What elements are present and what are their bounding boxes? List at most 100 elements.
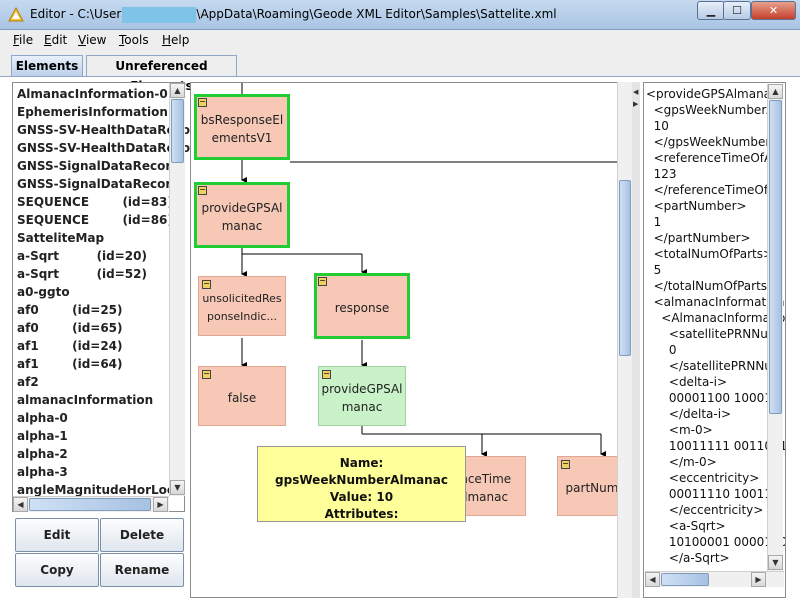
node-label: false bbox=[227, 391, 257, 405]
list-item[interactable]: angleMagnitudeHorLocUnc bbox=[17, 483, 169, 497]
collapse-icon[interactable]: − bbox=[561, 459, 570, 469]
xml-line: 123 bbox=[646, 167, 677, 181]
minimize-button[interactable]: ▁ bbox=[697, 1, 725, 20]
maximize-button[interactable]: ☐ bbox=[723, 1, 751, 20]
rename-button[interactable]: Rename bbox=[100, 553, 184, 587]
diagram-node[interactable]: − provideGPSAlmanac bbox=[318, 366, 406, 426]
diagram-connectors bbox=[241, 83, 621, 457]
xml-line: <provideGPSAlmanac bbox=[646, 87, 778, 101]
list-item[interactable]: a-Sqrt (id=20) bbox=[17, 249, 147, 263]
list-item[interactable]: af2 bbox=[17, 375, 39, 389]
app-icon bbox=[8, 7, 24, 22]
node-label: enceTime Almanac bbox=[452, 472, 512, 504]
xml-line: </referenceTimeOfAl bbox=[646, 183, 780, 197]
split-pane-divider[interactable]: ◀ ▶ bbox=[632, 82, 640, 598]
element-list: AlmanacInformation-01 EphemerisInformati… bbox=[12, 82, 204, 512]
collapse-icon[interactable]: − bbox=[198, 97, 207, 107]
diagram-node[interactable]: − bsResponseElementsV1 bbox=[194, 94, 290, 160]
xml-line: <totalNumOfParts> bbox=[646, 247, 774, 261]
list-item[interactable]: a-Sqrt (id=52) bbox=[17, 267, 147, 281]
edit-button[interactable]: Edit bbox=[15, 518, 99, 552]
menu-edit[interactable]: Edit bbox=[44, 33, 68, 47]
menu-file[interactable]: File bbox=[13, 33, 34, 47]
redacted-username-mask bbox=[122, 7, 196, 23]
xml-line: <partNumber> bbox=[646, 199, 747, 213]
scroll-up-arrow-icon[interactable]: ▲ bbox=[768, 84, 783, 99]
xml-line: </gpsWeekNumberA bbox=[646, 135, 779, 149]
menu-view[interactable]: View bbox=[78, 33, 107, 47]
xml-line: <m-0> bbox=[646, 423, 713, 437]
list-item[interactable]: GNSS-SV-HealthDataRecord bbox=[17, 123, 205, 137]
collapse-icon[interactable]: − bbox=[202, 279, 211, 289]
list-item[interactable]: af0 (id=25) bbox=[17, 303, 123, 317]
list-item[interactable]: af0 (id=65) bbox=[17, 321, 123, 335]
scroll-thumb[interactable] bbox=[769, 100, 782, 414]
diagram-node[interactable]: − response bbox=[314, 273, 410, 339]
element-list-vertical-scrollbar[interactable]: ▲ ▼ bbox=[169, 83, 185, 496]
menu-bar: File Edit View Tools Help bbox=[0, 30, 800, 51]
scroll-left-arrow-icon[interactable]: ◀ bbox=[13, 497, 28, 512]
diagram-vertical-scrollbar[interactable] bbox=[617, 82, 632, 598]
collapse-icon[interactable]: − bbox=[202, 369, 211, 379]
xml-line: </eccentricity> bbox=[646, 503, 764, 517]
list-item[interactable]: EphemerisInformation bbox=[17, 105, 168, 119]
xml-line: 0 bbox=[646, 343, 677, 357]
xml-line: <a-Sqrt> bbox=[646, 519, 726, 533]
list-item[interactable]: SEQUENCE (id=83) bbox=[17, 195, 173, 209]
xml-line: 00001100 100010 bbox=[646, 391, 780, 405]
delete-button[interactable]: Delete bbox=[100, 518, 184, 552]
list-item[interactable]: alpha-0 bbox=[17, 411, 68, 425]
collapse-icon[interactable]: − bbox=[322, 369, 331, 379]
scroll-right-arrow-icon[interactable]: ▶ bbox=[751, 572, 766, 587]
diagram-node[interactable]: − false bbox=[198, 366, 286, 426]
scroll-thumb[interactable] bbox=[661, 573, 709, 586]
close-button[interactable]: ✕ bbox=[751, 1, 796, 20]
node-label: bsResponseElementsV1 bbox=[200, 113, 284, 145]
list-item[interactable]: alpha-1 bbox=[17, 429, 68, 443]
menu-tools[interactable]: Tools bbox=[119, 33, 149, 47]
xml-line: </satellitePRNNum bbox=[646, 359, 784, 373]
scroll-up-arrow-icon[interactable]: ▲ bbox=[170, 83, 185, 98]
diagram-node[interactable]: − unsolicitedResponseIndic... bbox=[198, 276, 286, 336]
scroll-right-arrow-icon[interactable]: ▶ bbox=[153, 497, 168, 512]
collapse-icon[interactable]: − bbox=[198, 185, 207, 195]
list-item[interactable]: SatteliteMap bbox=[17, 231, 105, 245]
tooltip-value: Value: 10 bbox=[329, 490, 394, 504]
scroll-down-arrow-icon[interactable]: ▼ bbox=[768, 555, 783, 570]
tab-elements[interactable]: Elements bbox=[11, 55, 83, 76]
xml-line: <almanacInformation bbox=[646, 295, 785, 309]
scroll-thumb[interactable] bbox=[619, 180, 631, 356]
diagram-node[interactable]: − partNum bbox=[557, 456, 627, 516]
menu-help[interactable]: Help bbox=[162, 33, 190, 47]
list-item[interactable]: a0-ggto bbox=[17, 285, 70, 299]
list-item[interactable]: af1 (id=64) bbox=[17, 357, 123, 371]
node-label: provideGPSAlmanac bbox=[201, 201, 283, 233]
list-item[interactable]: GNSS-SV-HealthDataRecord bbox=[17, 141, 205, 155]
xml-line: 10 bbox=[646, 119, 669, 133]
xml-horizontal-scrollbar[interactable]: ◀ ▶ bbox=[645, 571, 784, 587]
scroll-thumb[interactable] bbox=[29, 498, 151, 511]
xml-line: 10100001 0000110 bbox=[646, 535, 786, 549]
collapse-left-arrow-icon[interactable]: ◀ bbox=[633, 88, 639, 96]
scroll-down-arrow-icon[interactable]: ▼ bbox=[170, 480, 185, 495]
element-list-horizontal-scrollbar[interactable]: ◀ ▶ bbox=[13, 496, 169, 512]
list-item[interactable]: alpha-3 bbox=[17, 465, 68, 479]
list-item[interactable]: almanacInformation bbox=[17, 393, 154, 407]
xml-line: </delta-i> bbox=[646, 407, 732, 421]
collapse-right-arrow-icon[interactable]: ▶ bbox=[633, 100, 639, 108]
scroll-left-arrow-icon[interactable]: ◀ bbox=[645, 572, 660, 587]
list-item[interactable]: af1 (id=24) bbox=[17, 339, 123, 353]
list-item[interactable]: AlmanacInformation-01 bbox=[17, 87, 177, 101]
xml-source-panel[interactable]: <provideGPSAlmanac <gpsWeekNumberAl 10 <… bbox=[643, 82, 786, 598]
diagram-node[interactable]: − provideGPSAlmanac bbox=[194, 182, 290, 248]
collapse-icon[interactable]: − bbox=[318, 276, 327, 286]
list-item[interactable]: GNSS-SignalDataRecord bbox=[17, 177, 180, 191]
list-item[interactable]: alpha-2 bbox=[17, 447, 68, 461]
tab-unreferenced-elements[interactable]: Unreferenced Elements bbox=[86, 55, 237, 93]
copy-button[interactable]: Copy bbox=[15, 553, 99, 587]
scroll-thumb[interactable] bbox=[171, 99, 184, 163]
list-item[interactable]: GNSS-SignalDataRecord bbox=[17, 159, 180, 173]
xml-line: <delta-i> bbox=[646, 375, 728, 389]
list-item[interactable]: SEQUENCE (id=86) bbox=[17, 213, 173, 227]
xml-vertical-scrollbar[interactable]: ▲ ▼ bbox=[767, 84, 783, 578]
